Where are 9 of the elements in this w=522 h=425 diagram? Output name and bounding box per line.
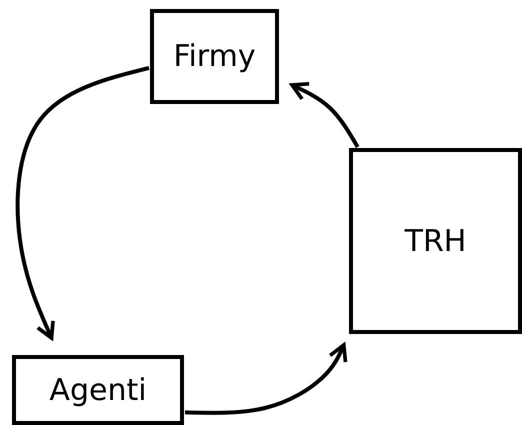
arrow	[184, 343, 348, 415]
arrow	[290, 82, 360, 148]
box	[150, 9, 279, 104]
box	[12, 355, 184, 425]
node-label: Firmy	[173, 39, 256, 74]
arrow	[16, 66, 150, 340]
node-label: Agenti	[49, 372, 147, 408]
node-label: TRH	[404, 224, 466, 258]
box	[349, 148, 522, 334]
